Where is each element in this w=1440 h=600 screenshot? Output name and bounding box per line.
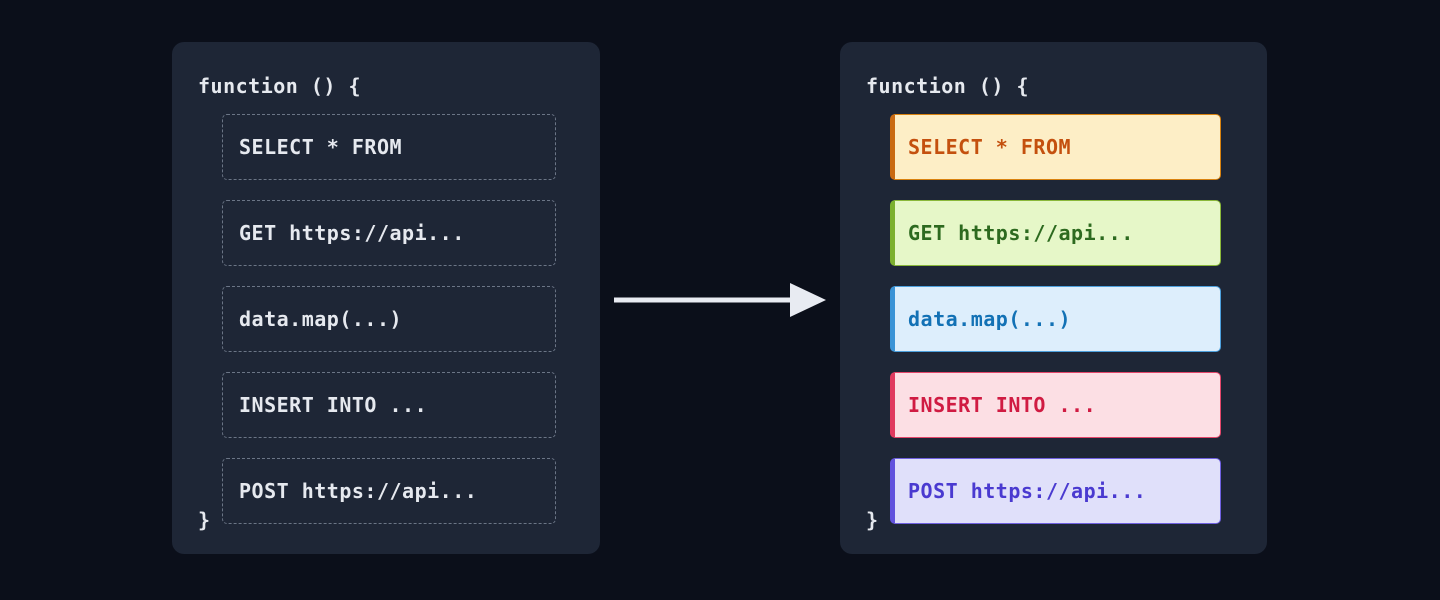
transformation-arrow-icon [614,283,826,317]
code-row[interactable]: SELECT * FROM [222,114,556,180]
highlighted-code-row-label: GET https://api... [908,221,1134,245]
after-panel: function () { SELECT * FROM GET https://a… [840,42,1267,554]
code-row[interactable]: INSERT INTO ... [222,372,556,438]
highlighted-code-row-label: POST https://api... [908,479,1147,503]
highlighted-code-row-label: SELECT * FROM [908,135,1072,159]
code-row-label: GET https://api... [239,221,465,245]
before-panel-footer: } [198,508,211,532]
highlighted-code-row-js-map[interactable]: data.map(...) [890,286,1221,352]
code-row[interactable]: data.map(...) [222,286,556,352]
highlighted-code-row-sql-select[interactable]: SELECT * FROM [890,114,1221,180]
highlighted-code-row-http-post[interactable]: POST https://api... [890,458,1221,524]
arrow-head [790,283,826,317]
highlighted-code-row-sql-insert[interactable]: INSERT INTO ... [890,372,1221,438]
highlighted-code-row-label: data.map(...) [908,307,1072,331]
before-row-list: SELECT * FROM GET https://api... data.map(… [172,114,600,544]
code-row-label: data.map(...) [239,307,403,331]
after-panel-header: function () { [866,74,1030,98]
highlighted-code-row-http-get[interactable]: GET https://api... [890,200,1221,266]
code-row[interactable]: POST https://api... [222,458,556,524]
code-row[interactable]: GET https://api... [222,200,556,266]
highlighted-code-row-label: INSERT INTO ... [908,393,1097,417]
code-row-label: SELECT * FROM [239,135,403,159]
code-row-label: INSERT INTO ... [239,393,428,417]
after-row-list: SELECT * FROM GET https://api... data.map(… [840,114,1267,544]
before-panel: function () { SELECT * FROM GET https://a… [172,42,600,554]
after-panel-footer: } [866,508,879,532]
code-row-label: POST https://api... [239,479,478,503]
before-panel-header: function () { [198,74,362,98]
